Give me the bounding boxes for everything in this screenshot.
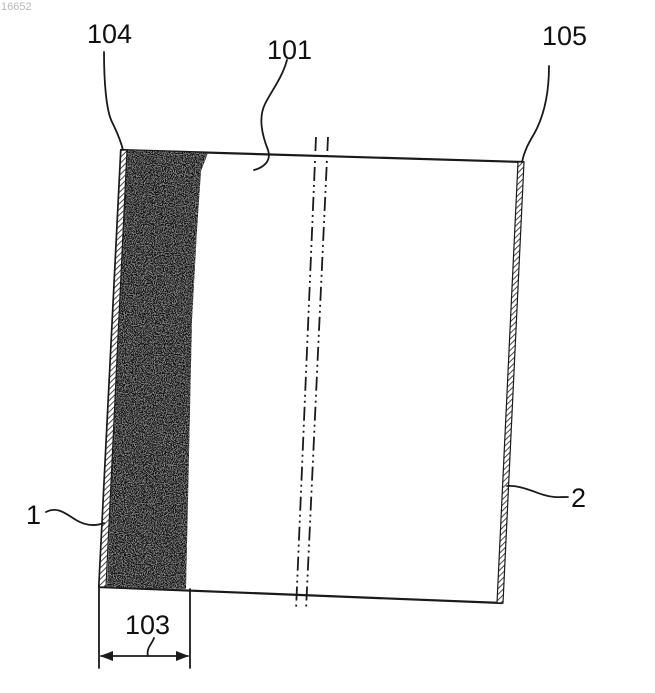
hatched-layer-2 bbox=[497, 162, 524, 603]
label-103: 103 bbox=[125, 610, 170, 640]
leader-103 bbox=[148, 638, 154, 656]
label-104: 104 bbox=[87, 19, 132, 49]
dimension-103-arrowhead-left bbox=[100, 651, 113, 661]
label-2: 2 bbox=[571, 483, 586, 513]
leader-1 bbox=[46, 510, 104, 525]
document-id-text: 16652 bbox=[1, 1, 32, 13]
dimension-103-arrowhead-right bbox=[176, 651, 189, 661]
label-101: 101 bbox=[267, 35, 312, 65]
leader-104 bbox=[104, 52, 123, 150]
leader-105 bbox=[522, 66, 549, 162]
label-105: 105 bbox=[542, 21, 587, 51]
label-1: 1 bbox=[26, 500, 41, 530]
leader-2 bbox=[507, 486, 568, 497]
break-line-left bbox=[296, 137, 316, 610]
break-line-right bbox=[306, 137, 328, 610]
